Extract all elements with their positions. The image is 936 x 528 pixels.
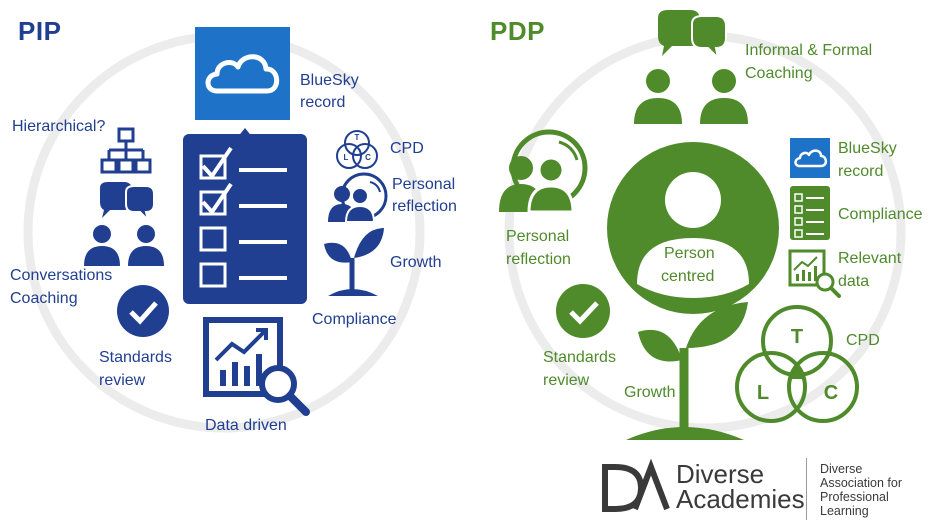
check-circle-icon — [117, 285, 169, 337]
pip-bluesky-label-2: record — [300, 94, 346, 111]
checklist-icon — [183, 128, 307, 304]
logo-icon — [602, 458, 670, 512]
pip-conversations-label-1: Conversations — [10, 267, 113, 284]
pip-standards-label-1: Standards — [99, 349, 172, 366]
venn-icon: T L C — [735, 305, 859, 423]
pdp-growth-label: Growth — [624, 384, 676, 401]
person-reflection-icon — [328, 172, 388, 223]
pdp-bluesky-label-2: record — [838, 163, 884, 180]
brand-divider — [806, 458, 807, 520]
pdp-personal-label-1: Personal — [506, 228, 570, 245]
pip-growth-label: Growth — [390, 254, 442, 271]
brand-name-line-1: Diverse — [676, 459, 765, 489]
pdp-tlc-letter-l: L — [757, 382, 769, 404]
magnifier-icon — [259, 365, 310, 416]
pip-personal-label-1: Personal — [392, 176, 456, 193]
pdp-personal-label-2: reflection — [506, 251, 571, 268]
venn-icon: T L C — [336, 130, 378, 169]
brand-sub-line-1: Diverse — [820, 462, 863, 476]
pdp-tlc-letter-c: C — [824, 382, 838, 404]
checklist-icon — [790, 186, 830, 240]
chat-bubbles-icon — [658, 10, 727, 62]
sprout-icon — [324, 228, 384, 296]
pip-compliance-label: Compliance — [312, 311, 397, 328]
pip-bluesky-label-1: BlueSky — [300, 72, 359, 89]
cloud-icon — [195, 27, 290, 120]
pdp-standards-label-2: review — [543, 372, 590, 389]
pdp-cpd-label: CPD — [846, 332, 880, 349]
pdp-compliance-label: Compliance — [838, 206, 923, 223]
chat-bubbles-icon — [100, 182, 155, 224]
pip-title: PIP — [18, 16, 62, 46]
pip-venn-letter-t: T — [355, 133, 360, 142]
brand-sub-line-2: Association for — [820, 476, 902, 490]
pip-hierarchical-label: Hierarchical? — [12, 118, 106, 135]
sprout-icon — [626, 302, 748, 440]
cloud-icon — [790, 138, 830, 178]
person-centred-icon — [607, 142, 779, 314]
pdp-title: PDP — [490, 16, 545, 46]
hierarchy-icon — [100, 127, 152, 174]
brand-sub-line-4: Learning — [820, 504, 869, 518]
pip-standards-label-2: review — [99, 372, 146, 389]
pdp-person-label-1: Person — [664, 245, 715, 262]
people-icon — [84, 225, 164, 266]
pdp-bluesky-label-1: BlueSky — [838, 140, 897, 157]
pdp-relevant-label-1: Relevant — [838, 250, 902, 267]
pdp-person-label-2: centred — [661, 268, 715, 285]
brand-name-line-2: Academies — [676, 484, 805, 514]
magnifier-icon — [815, 272, 841, 298]
pip-data-driven-label: Data driven — [205, 417, 287, 434]
pip-personal-label-2: reflection — [392, 198, 457, 215]
data-chart-icon — [203, 317, 310, 416]
pdp-tlc-letter-t: T — [791, 326, 803, 348]
brand-sub-line-3: Professional — [820, 490, 889, 504]
pdp-coaching-label-1: Informal & Formal — [745, 42, 873, 59]
pip-cpd-label: CPD — [390, 140, 424, 157]
check-circle-icon — [556, 284, 610, 338]
pip-conversations-label-2: Coaching — [10, 290, 78, 307]
pip-venn-letter-l: L — [344, 153, 349, 162]
data-chart-icon — [788, 249, 841, 298]
person-reflection-icon — [499, 129, 588, 214]
people-icon — [634, 69, 748, 124]
pdp-standards-label-1: Standards — [543, 349, 616, 366]
pip-venn-letter-c: C — [365, 153, 371, 162]
pdp-coaching-label-2: Coaching — [745, 65, 813, 82]
pdp-relevant-label-2: data — [838, 273, 870, 290]
